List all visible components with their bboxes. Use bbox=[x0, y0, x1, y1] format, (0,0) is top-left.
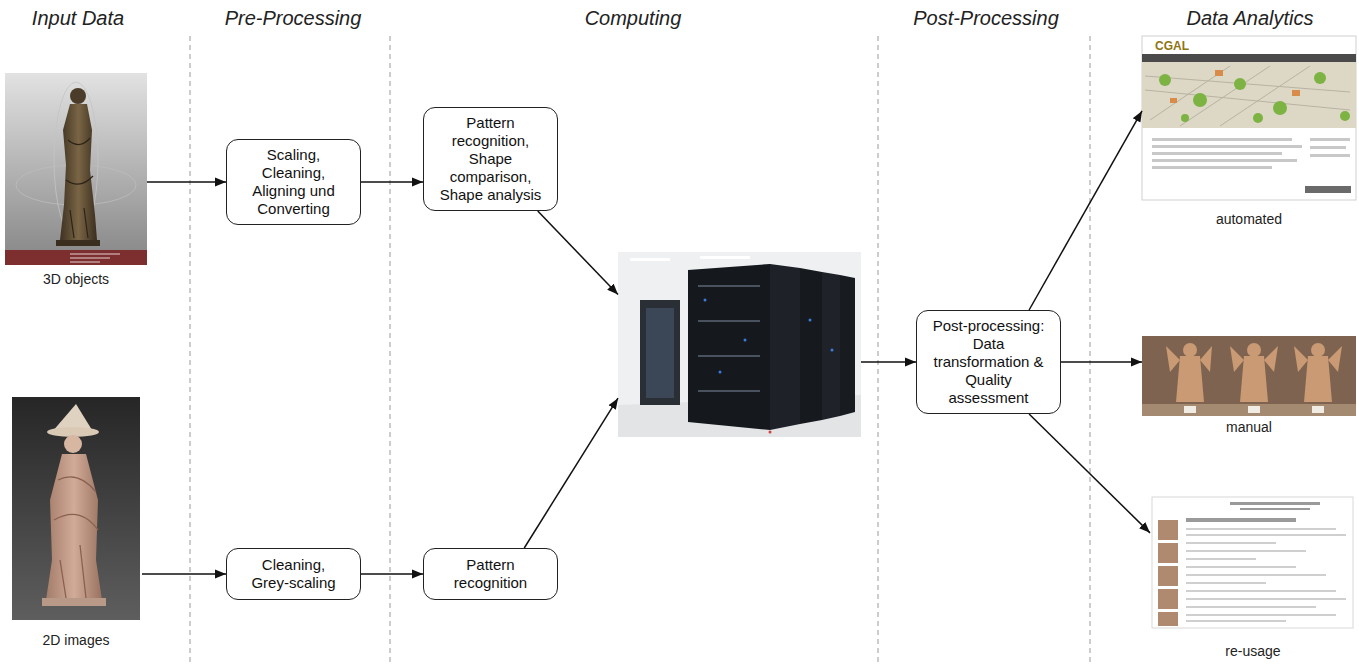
flow-arrow bbox=[147, 181, 226, 183]
column-header: Post-Processing bbox=[886, 6, 1086, 30]
process-box: Pattern recognition, Shape comparison, S… bbox=[423, 107, 558, 211]
column-header: Pre-Processing bbox=[193, 6, 393, 30]
flow-arrow bbox=[1029, 111, 1142, 310]
server-node bbox=[618, 252, 861, 437]
image-node: automated bbox=[1142, 36, 1356, 228]
image-caption: 2D images bbox=[43, 632, 110, 649]
column-header: Data Analytics bbox=[1150, 6, 1350, 30]
column-header: Input Data bbox=[0, 6, 178, 30]
statue-3d-render bbox=[5, 73, 147, 265]
column-header: Computing bbox=[533, 6, 733, 30]
flow-arrow bbox=[538, 211, 618, 295]
process-box: Pattern recognition bbox=[423, 548, 558, 600]
column-separators bbox=[190, 36, 1090, 664]
flow-arrow bbox=[524, 398, 618, 548]
process-box: Cleaning, Grey-scaling bbox=[226, 548, 361, 600]
image-caption: re-usage bbox=[1225, 643, 1280, 660]
museum-photo bbox=[1142, 336, 1356, 416]
image-caption: automated bbox=[1216, 211, 1282, 228]
image-caption: 3D objects bbox=[43, 271, 109, 288]
image-caption: manual bbox=[1226, 419, 1272, 436]
flow-arrow bbox=[361, 181, 423, 183]
box-text: Cleaning, Grey-scaling bbox=[241, 556, 346, 592]
flow-arrow bbox=[861, 361, 916, 363]
process-box: Post-processing: Data transformation & Q… bbox=[916, 310, 1061, 414]
flow-arrow bbox=[1029, 414, 1150, 533]
image-node: 3D objects bbox=[5, 73, 147, 288]
process-box: Scaling, Cleaning, Aligning und Converti… bbox=[226, 139, 361, 225]
statue-2d-photo bbox=[12, 397, 140, 620]
logo-text: CGAL bbox=[1072, 39, 1272, 53]
image-node: 2D images bbox=[10, 397, 142, 649]
image-node: manual bbox=[1142, 336, 1356, 436]
image-node: re-usage bbox=[1150, 497, 1356, 660]
box-text: Pattern recognition bbox=[438, 556, 543, 592]
flow-arrow bbox=[1061, 361, 1142, 363]
box-text: Pattern recognition, Shape comparison, S… bbox=[438, 114, 543, 204]
box-text: Scaling, Cleaning, Aligning und Converti… bbox=[241, 146, 346, 218]
website-screenshot bbox=[1142, 36, 1356, 200]
server-room-photo bbox=[618, 252, 861, 437]
flow-arrow bbox=[361, 573, 423, 575]
flow-arrow bbox=[142, 573, 226, 575]
box-text: Post-processing: Data transformation & Q… bbox=[931, 317, 1046, 407]
record-document bbox=[1152, 497, 1353, 628]
